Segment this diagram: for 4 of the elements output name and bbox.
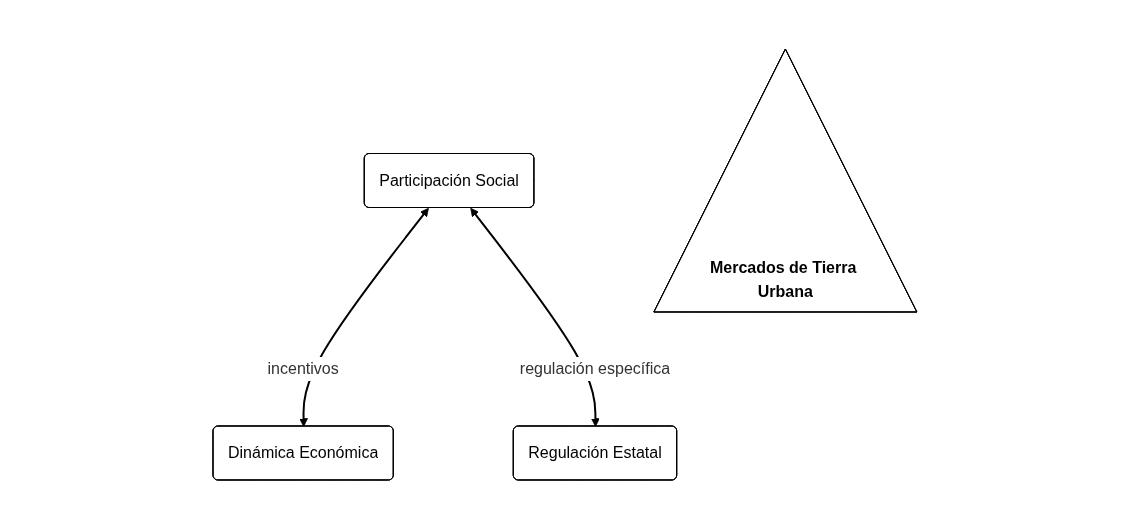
edge-label: regulación específica [519, 360, 671, 377]
arrow [299, 207, 429, 427]
arrow [470, 207, 600, 427]
edge-label: incentivos [267, 360, 339, 377]
